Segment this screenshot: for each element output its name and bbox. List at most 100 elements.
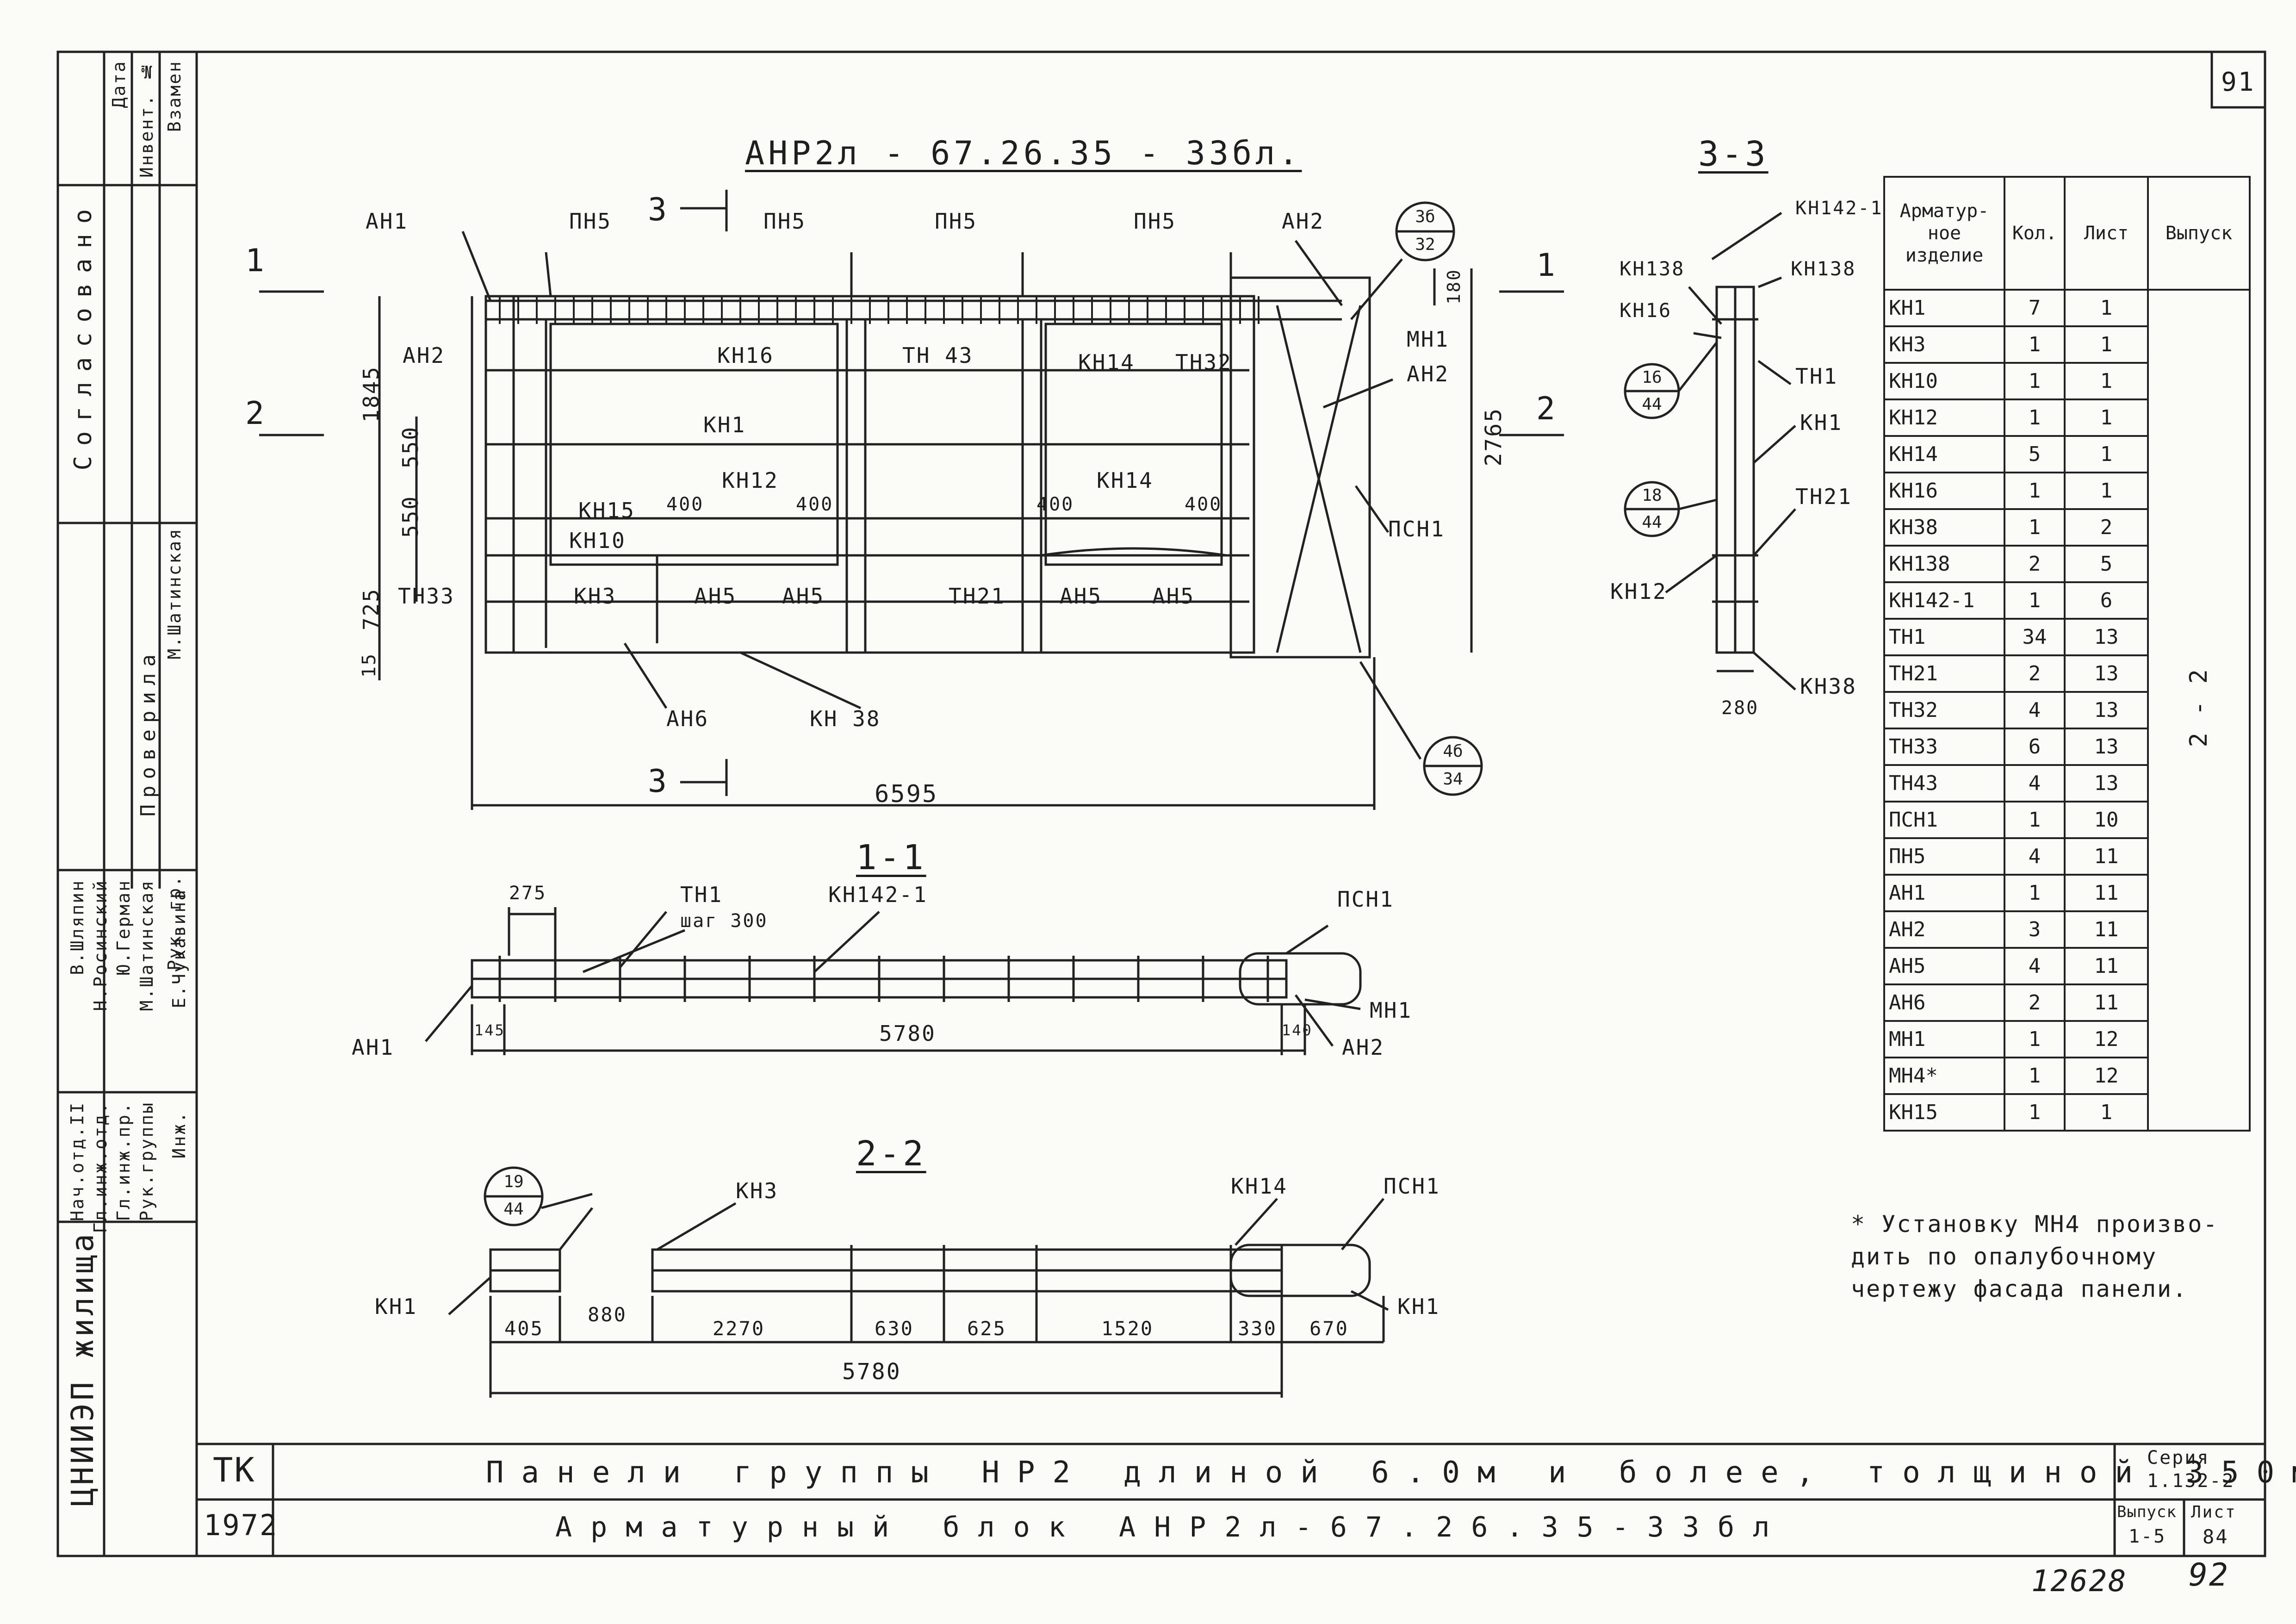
spec-qty: 1	[2004, 508, 2066, 547]
spec-item: КН3	[1883, 325, 2005, 364]
label-ah2-right: АН2	[1407, 361, 1450, 386]
spec-release: 2 - 2	[2147, 289, 2251, 1132]
spec-item: КН38	[1883, 508, 2005, 547]
s33-kh138-left: КН138	[1620, 257, 1685, 280]
label-kh15: КН15	[578, 498, 635, 523]
callout-36-top: 3б	[1415, 207, 1435, 226]
cut-mark-2-right: 2	[1536, 391, 1557, 427]
spec-item: КН16	[1883, 472, 2005, 510]
s11-mh1: МН1	[1370, 998, 1413, 1023]
spec-qty: 1	[2004, 1020, 2066, 1058]
s33-kh16: КН16	[1620, 299, 1672, 322]
cut-mark-2-left: 2	[245, 395, 266, 432]
s22-dim-total: 5780	[842, 1359, 901, 1385]
callout-48-top: 4б	[1443, 742, 1463, 761]
s11-ah1: АН1	[352, 1035, 395, 1060]
section-3-3-title: 3-3	[1698, 134, 1769, 174]
section-2-2-title: 2-2	[856, 1134, 926, 1174]
spec-item: ТН43	[1883, 764, 2005, 803]
label-kh14-b: КН14	[1097, 468, 1154, 493]
spec-header-sheet: Лист	[2064, 176, 2149, 291]
label-kh38: КН 38	[810, 706, 881, 731]
spec-qty: 4	[2004, 764, 2066, 803]
spec-qty: 4	[2004, 837, 2066, 876]
spec-qty: 1	[2004, 472, 2066, 510]
label-mh1: МН1	[1407, 327, 1450, 352]
spec-qty: 4	[2004, 691, 2066, 729]
s22-dim-630: 630	[875, 1317, 914, 1340]
spec-sheet: 12	[2064, 1020, 2149, 1058]
s22-dim-405: 405	[504, 1317, 544, 1340]
dim-400-b: 400	[796, 494, 834, 515]
spec-qty: 7	[2004, 289, 2066, 327]
stamp-year: 1972	[204, 1508, 279, 1542]
spec-sheet: 13	[2064, 654, 2149, 693]
s11-th1: ТН1	[680, 882, 723, 907]
cut-mark-1-right: 1	[1536, 247, 1557, 284]
s22-kh14: КН14	[1231, 1174, 1288, 1199]
spec-qty: 1	[2004, 874, 2066, 912]
s11-ah2: АН2	[1342, 1035, 1385, 1060]
label-th43: ТН 43	[902, 343, 974, 368]
label-kh3: КН3	[574, 584, 617, 609]
spec-item: КН138	[1883, 545, 2005, 583]
label-ah5-c: АН5	[1060, 584, 1103, 609]
series-label: Серия	[2147, 1447, 2210, 1468]
spec-sheet: 13	[2064, 728, 2149, 766]
spec-qty: 4	[2004, 947, 2066, 985]
spec-sheet: 1	[2064, 289, 2149, 327]
spec-item: МН4*	[1883, 1057, 2005, 1095]
spec-qty: 34	[2004, 618, 2066, 656]
archive-number: 12628	[2031, 1564, 2128, 1599]
callout-36-bottom: 32	[1415, 235, 1435, 254]
label-ph5-b: ПН5	[763, 209, 807, 234]
label-ah2-left: АН2	[403, 343, 446, 368]
label-ph5-c: ПН5	[935, 209, 978, 234]
spec-sheet: 1	[2064, 1093, 2149, 1132]
drawing-title: АНР2л - 67.26.35 - 33бл.	[745, 134, 1302, 172]
footnote: * Установку МН4 произво-дить по опалубоч…	[1851, 1211, 2219, 1302]
section-1-1-title: 1-1	[856, 838, 926, 877]
spec-item: АН5	[1883, 947, 2005, 985]
spec-sheet: 1	[2064, 435, 2149, 473]
spec-sheet: 13	[2064, 764, 2149, 803]
s33-kh1: КН1	[1800, 410, 1843, 435]
s22-kh1-right: КН1	[1397, 1294, 1440, 1319]
spec-sheet: 11	[2064, 983, 2149, 1022]
spec-item: КН12	[1883, 398, 2005, 437]
spec-table: Арматур-ное изделие Кол. Лист Выпуск КН1…	[1883, 176, 2251, 1132]
stamp-title: Панели группы НР2 длиной 6.0м и более, т…	[486, 1456, 2296, 1490]
label-th21: ТН21	[949, 584, 1005, 609]
s22-dim-330: 330	[1238, 1317, 1277, 1340]
spec-qty: 2	[2004, 983, 2066, 1022]
dim-6595: 6595	[875, 780, 938, 808]
s33-th1: ТН1	[1795, 364, 1838, 389]
spec-item: ПН5	[1883, 837, 2005, 876]
s33-dim-280: 280	[1721, 697, 1759, 719]
spec-item: КН10	[1883, 362, 2005, 400]
s22-dim-625: 625	[967, 1317, 1006, 1340]
series-value: 1.132-2	[2147, 1470, 2235, 1492]
s22-dim-2270: 2270	[713, 1317, 765, 1340]
spec-sheet: 11	[2064, 947, 2149, 985]
spec-sheet: 2	[2064, 508, 2149, 547]
spec-sheet: 1	[2064, 398, 2149, 437]
s22-kh1-left: КН1	[375, 1294, 418, 1319]
s22-dim-670: 670	[1309, 1317, 1349, 1340]
issue-value: 1-5	[2128, 1526, 2166, 1547]
callout-16-top: 16	[1642, 368, 1662, 387]
stamp-subtitle: Арматурный блок АНР2л-67.26.35-33бл	[555, 1511, 1788, 1543]
